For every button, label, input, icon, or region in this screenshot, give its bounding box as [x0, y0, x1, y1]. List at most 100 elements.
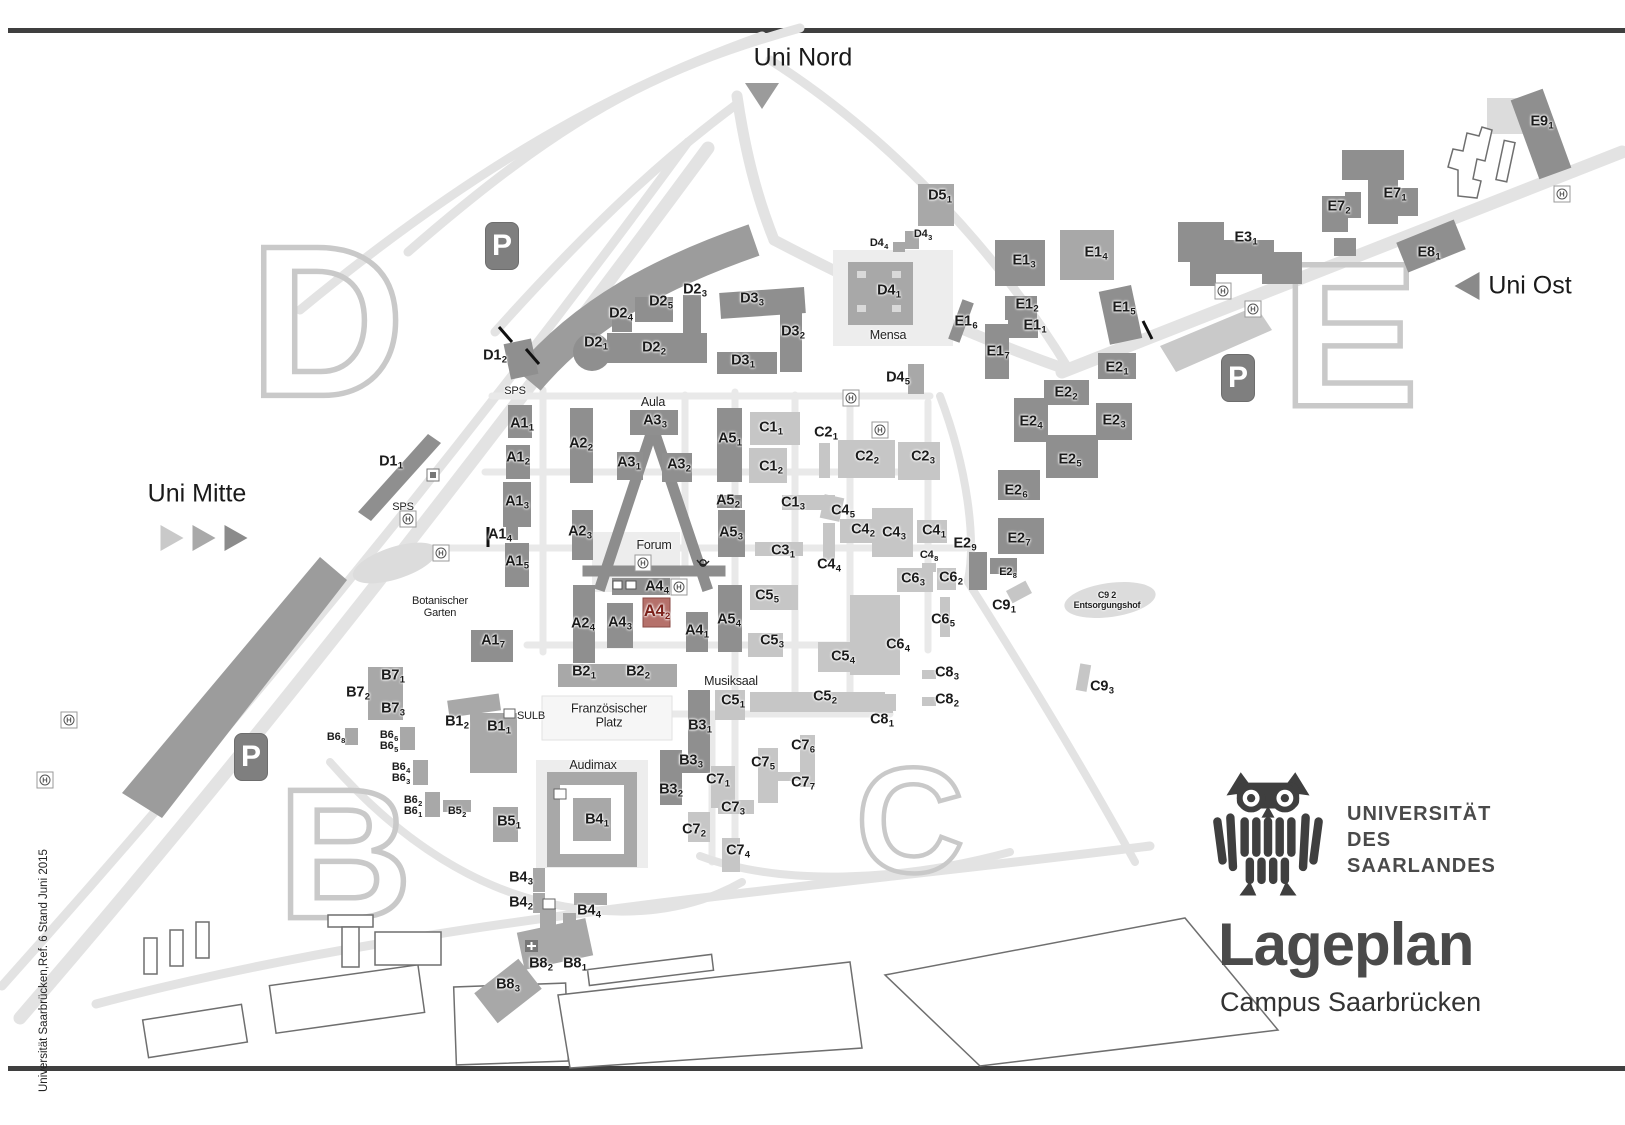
building-label: B82: [529, 955, 553, 974]
place-label: C9 2 Entsorgungshof: [1073, 590, 1141, 610]
building-label: D23: [683, 281, 707, 300]
building-label: C55: [755, 587, 779, 606]
building-label: E12: [1015, 296, 1039, 315]
map-border-top: [8, 28, 1625, 33]
uni-ost-arrow-icon: [1454, 272, 1480, 300]
building-label: C21: [814, 424, 838, 443]
building-label: E25: [1058, 451, 1082, 470]
building-label: D32: [781, 323, 805, 342]
building-label: C77: [791, 774, 815, 793]
building-label: C23: [911, 448, 935, 467]
building-label: A53: [719, 524, 743, 543]
place-label: Musiksaal: [704, 674, 758, 689]
bus-stop-icon: H: [871, 421, 889, 439]
post-horn-icon: [696, 559, 710, 567]
uni-mitte-arrow-icon: [192, 525, 216, 551]
building-label: B21: [572, 663, 596, 682]
building-label: D51: [928, 187, 952, 206]
building-label: A42: [643, 601, 671, 622]
building-label: E15: [1112, 299, 1136, 318]
building-label: C73: [721, 799, 745, 818]
building-label: B62: [403, 793, 423, 808]
building-label: A41: [685, 622, 709, 641]
building-label: E72: [1327, 198, 1351, 217]
building-label: D31: [731, 352, 755, 371]
university-logo: UNIVERSITÄT DES SAARLANDES Lageplan Camp…: [1175, 755, 1595, 1035]
building-label: D44: [869, 236, 889, 251]
building-label: A22: [569, 435, 593, 454]
building-label: B22: [626, 663, 650, 682]
building-label: C83: [935, 664, 959, 683]
building-label: C43: [882, 524, 906, 543]
building-label: C63: [901, 570, 925, 589]
zone-letter-E: E: [1282, 221, 1419, 450]
place-label: Aula: [640, 395, 666, 410]
building-label: C45: [831, 502, 855, 521]
bus-stop-icon: H: [60, 711, 78, 729]
parking-icon: P: [485, 222, 519, 270]
info-icon: [553, 788, 567, 800]
building-label: A24: [571, 615, 595, 634]
building-label: E27: [1007, 530, 1031, 549]
building-label: C51: [721, 692, 745, 711]
building-label: C76: [791, 737, 815, 756]
building-label: E14: [1084, 244, 1108, 263]
building-label: C65: [931, 611, 955, 630]
building-label: B12: [445, 713, 469, 732]
building-label: A13: [505, 493, 529, 512]
building-label: A52: [716, 492, 740, 511]
logo-university-line: UNIVERSITÄT: [1347, 803, 1492, 825]
logo-university-line: SAARLANDES: [1347, 855, 1496, 877]
building-label: C82: [935, 691, 959, 710]
direction-uni-nord: Uni Nord: [754, 44, 853, 73]
building-label: B32: [659, 781, 683, 800]
outline-buildings-layer: [141, 126, 1516, 1069]
parking-icon: P: [234, 733, 268, 781]
building-label: A14: [488, 526, 512, 545]
buildings-zone-b: [345, 664, 710, 1024]
building-label: C53: [760, 632, 784, 651]
place-label: Mensa: [869, 328, 907, 343]
building-label: B52: [447, 804, 467, 819]
direction-label: Uni Mitte: [147, 479, 247, 508]
building-label: C52: [813, 688, 837, 707]
building-label: B66: [379, 728, 399, 743]
building-label: E23: [1102, 412, 1126, 431]
uni-nord-arrow-icon: [745, 83, 779, 109]
bus-stop-icon: H: [1553, 185, 1571, 203]
building-label: A44: [645, 578, 669, 597]
building-label: C31: [771, 542, 795, 561]
building-label: B41: [585, 811, 609, 830]
first-aid-icon: [525, 940, 538, 952]
building-label: B63: [391, 771, 411, 786]
info-icon: [542, 898, 556, 910]
building-label: B51: [497, 813, 521, 832]
place-label: SULB: [517, 709, 545, 722]
uni-mitte-arrow-icon: [224, 525, 248, 551]
building-label: E24: [1019, 413, 1043, 432]
buildings-zone-c: [688, 412, 1092, 872]
place-label: Audimax: [569, 758, 617, 773]
building-label: D25: [649, 293, 673, 312]
place-label: SPS: [392, 500, 414, 513]
markers-layer: [426, 320, 1154, 952]
building-label: C71: [706, 771, 730, 790]
building-label: B44: [577, 902, 601, 921]
building-label: D41: [877, 282, 901, 301]
building-label: A17: [481, 632, 505, 651]
building-label: C48: [919, 548, 939, 563]
place-label: Botanischer Garten: [412, 594, 468, 619]
building-label: E21: [1105, 359, 1129, 378]
building-label: E29: [953, 535, 977, 554]
map-border-bottom: [8, 1066, 1625, 1071]
building-label: A15: [505, 553, 529, 572]
direction-uni-ost: Uni Ost: [1488, 272, 1571, 301]
building-label: B81: [563, 955, 587, 974]
building-label: D33: [740, 290, 764, 309]
building-label: D11: [379, 453, 403, 472]
building-label: B42: [509, 894, 533, 913]
building-label: B31: [688, 717, 712, 736]
building-label: B72: [346, 684, 370, 703]
